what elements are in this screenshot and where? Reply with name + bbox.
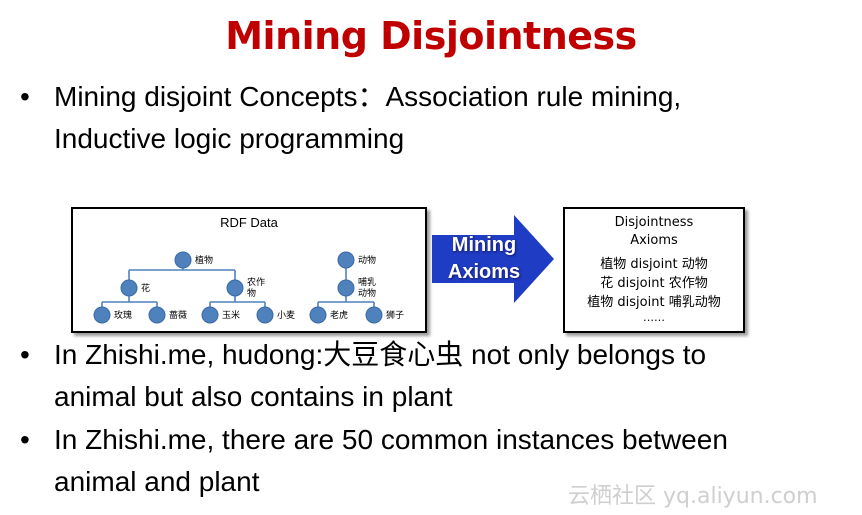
axioms-title: Disjointness (614, 215, 694, 230)
label-plant: 植物 (195, 254, 213, 266)
rdf-data-title: RDF Data (220, 215, 278, 230)
label-mammal: 哺乳 (358, 276, 376, 288)
bullet-line: In Zhishi.me, there are 50 common instan… (54, 424, 728, 455)
watermark: 云栖社区 yq.aliyun.com (568, 484, 818, 509)
label-wheat: 小麦 (277, 309, 295, 321)
arrow-label: Mining Axioms (432, 232, 536, 286)
bullet-line: animal but also contains in plant (54, 381, 453, 412)
arrow-label-line: Axioms (447, 261, 521, 283)
bullet-dot: • (20, 424, 30, 455)
label-crop: 农作 (247, 276, 265, 288)
axioms-title: Axioms (630, 233, 678, 248)
axiom-item: 植物 disjoint 动物 (600, 257, 708, 272)
rdf-data-box: RDF Data (71, 207, 427, 333)
label-lion: 狮子 (386, 310, 404, 321)
axiom-item: 花 disjoint 农作物 (600, 276, 708, 291)
label-corn: 玉米 (222, 309, 240, 321)
node-mammal (337, 279, 355, 297)
slide-title: Mining Disjointness (225, 14, 637, 58)
label-animal: 动物 (358, 254, 376, 266)
arrow-label-line: Mining (451, 234, 517, 256)
bullet-line: Inductive logic programming (54, 123, 405, 154)
mining-axioms-arrow (432, 215, 554, 303)
node-tiger (309, 306, 327, 324)
bullet-dot: • (20, 81, 30, 112)
axiom-ellipsis: …… (643, 311, 665, 324)
node-animal (337, 251, 355, 269)
bullet-dot: • (20, 339, 30, 370)
node-rosa (148, 306, 166, 324)
node-lion (365, 306, 383, 324)
disjointness-axioms-box: Disjointness Axioms 植物 disjoint 动物 花 dis… (563, 207, 745, 333)
axiom-item: 植物 disjoint 哺乳动物 (587, 295, 721, 310)
arrow-shape (432, 215, 554, 303)
label-rosa: 蔷薇 (169, 309, 187, 321)
bullet-line: Mining disjoint Concepts：Association rul… (54, 81, 682, 112)
node-crop (226, 279, 244, 297)
node-rose (93, 306, 111, 324)
node-flower (120, 279, 138, 297)
label-flower: 花 (141, 282, 150, 294)
node-corn (201, 306, 219, 324)
bullet-line: In Zhishi.me, hudong:大豆食心虫 not only belo… (54, 339, 707, 370)
label-tiger: 老虎 (330, 309, 348, 321)
label-mammal: 动物 (358, 287, 376, 299)
node-wheat (256, 306, 274, 324)
bullet-line: animal and plant (54, 466, 260, 497)
node-plant (174, 251, 192, 269)
label-rose: 玫瑰 (114, 309, 132, 321)
label-crop: 物 (247, 287, 256, 299)
rdf-tree-diagram: 植物 花 农作 物 动物 哺乳 动物 玫瑰 蔷薇 玉米 小麦 老虎 狮子 (93, 251, 404, 324)
